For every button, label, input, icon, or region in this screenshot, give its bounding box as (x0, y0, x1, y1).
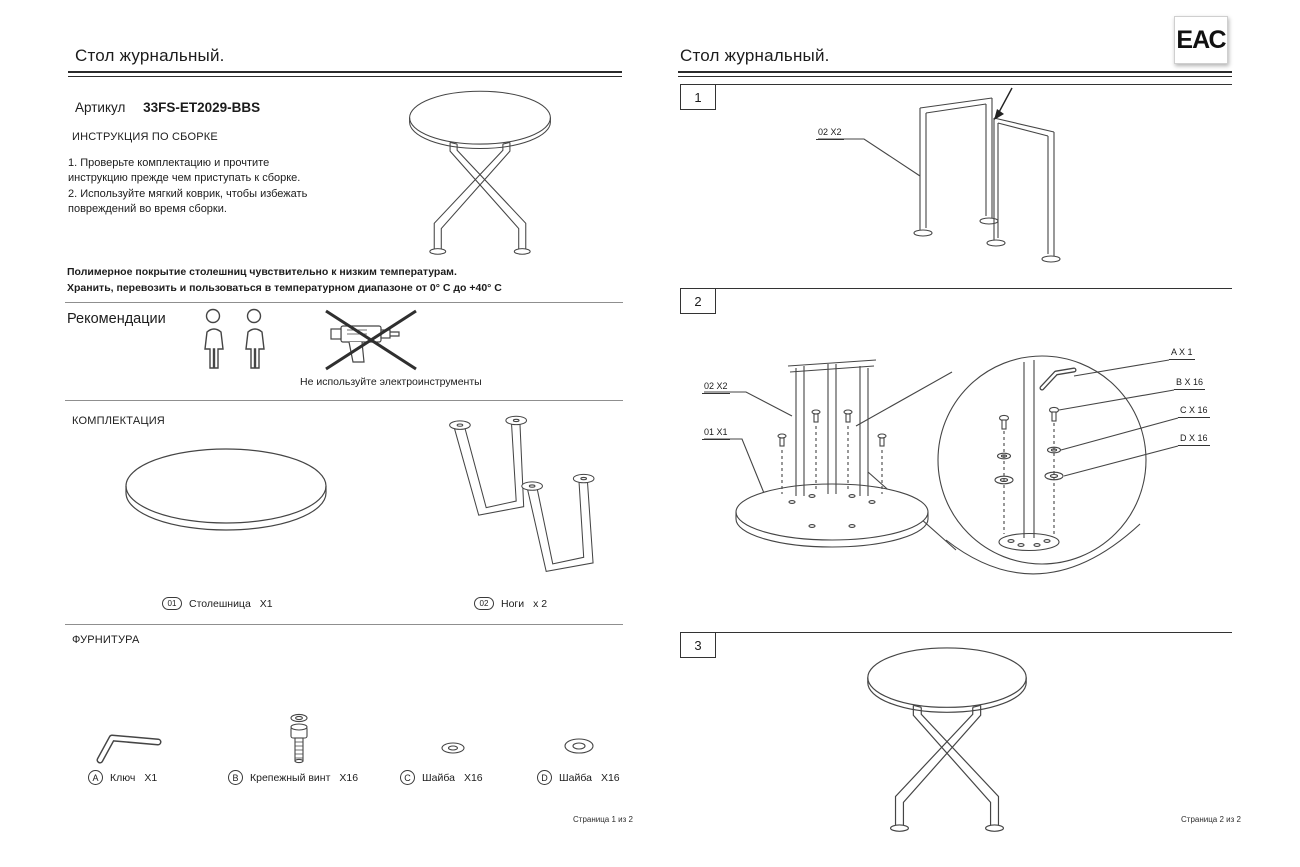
step-2-detail-label-a: A X 1 (1169, 347, 1195, 360)
table-illustration (409, 90, 551, 255)
warning-line-2: Хранить, перевозить и пользоваться в тем… (67, 281, 502, 294)
page-footer: Страница 2 из 2 (1181, 815, 1241, 824)
eac-logo: ЕАС (1174, 16, 1228, 64)
step3-illustration (867, 647, 1027, 832)
assembly-instructions-heading: ИНСТРУКЦИЯ ПО СБОРКЕ (72, 131, 218, 143)
step-1-part-label: 02 X2 (816, 127, 844, 140)
page-title: Стол журнальный. (75, 46, 225, 65)
hardware-label: Шайба (422, 771, 455, 784)
legs-illustration (449, 415, 595, 572)
hardware-qty: X16 (463, 771, 483, 784)
step-2-number: 2 (680, 288, 716, 314)
components-heading: КОМПЛЕКТАЦИЯ (72, 415, 165, 427)
tabletop-illustration (125, 448, 327, 531)
component-label: Столешница (189, 597, 251, 610)
step-2-detail-label-b: B X 16 (1174, 377, 1206, 390)
instruction-step-2: 2. Используйте мягкий коврик, чтобы избе… (68, 188, 308, 215)
component-caption-legs: 02 Ноги х 2 (474, 597, 547, 610)
component-caption-top: 01 Столешница X1 (162, 597, 273, 610)
no-power-tools-note: Не используйте электроинструменты (300, 376, 482, 388)
hardware-label: Крепежный винт (250, 771, 331, 784)
hardware-label: Ключ (110, 771, 136, 784)
step-3-number: 3 (680, 632, 716, 658)
hardware-letter-badge: D (537, 770, 552, 785)
step-1-rule (716, 84, 1232, 85)
section-divider-1 (65, 302, 623, 303)
hardware-qty: X16 (600, 771, 620, 784)
washer-d-icon (564, 738, 594, 754)
component-qty: х 2 (533, 597, 548, 610)
warning-line-1: Полимерное покрытие столешниц чувствител… (67, 266, 457, 278)
temperature-warning: Полимерное покрытие столешниц чувствител… (67, 265, 615, 297)
hardware-letter-badge: C (400, 770, 415, 785)
component-number-badge: 02 (474, 597, 494, 610)
page-title: Стол журнальный. (680, 46, 830, 65)
component-label: Ноги (501, 597, 525, 610)
hardware-qty: X1 (144, 771, 158, 784)
hardware-letter-badge: B (228, 770, 243, 785)
hardware-caption-key: A Ключ X1 (88, 770, 157, 785)
component-number-badge: 01 (162, 597, 182, 610)
instructions-text: 1. Проверьте комплектацию и прочтите инс… (68, 156, 312, 217)
step-1-number: 1 (680, 84, 716, 110)
article-row: Артикул 33FS-ET2029-BBS (75, 100, 260, 115)
step-2-detail-label-d: D X 16 (1178, 433, 1210, 446)
title-divider (68, 71, 622, 77)
allen-key-icon (96, 734, 162, 764)
hardware-letter-badge: A (88, 770, 103, 785)
hardware-caption-washer-c: C Шайба X16 (400, 770, 483, 785)
step-2-rule (716, 288, 1232, 289)
hardware-label: Шайба (559, 771, 592, 784)
step1-illustration (818, 87, 1061, 263)
screw-icon (290, 713, 308, 764)
two-persons-icon (204, 308, 265, 369)
step-2-legs-label: 02 X2 (702, 381, 730, 394)
instruction-step-1: 1. Проверьте комплектацию и прочтите инс… (68, 157, 301, 184)
step-3-rule (716, 632, 1232, 633)
step-2-detail-label-c: C X 16 (1178, 405, 1210, 418)
prohibition-cross (325, 309, 417, 371)
component-qty: X1 (259, 597, 273, 610)
recommendations-heading: Рекомендации (67, 311, 166, 327)
section-divider-2 (65, 400, 623, 401)
step-2-top-label: 01 X1 (702, 427, 730, 440)
hardware-caption-washer-d: D Шайба X16 (537, 770, 620, 785)
hardware-heading: ФУРНИТУРА (72, 634, 140, 646)
section-divider-3 (65, 624, 623, 625)
step2-illustration (704, 355, 1179, 575)
insert-arrow (997, 87, 1013, 115)
article-label: Артикул (75, 100, 126, 115)
no-power-tools-icon (325, 309, 417, 371)
page-footer: Страница 1 из 2 (573, 815, 633, 824)
article-value: 33FS-ET2029-BBS (143, 100, 261, 115)
hardware-qty: X16 (339, 771, 359, 784)
hardware-caption-screw: B Крепежный винт X16 (228, 770, 358, 785)
title-divider (678, 71, 1232, 77)
washer-c-icon (441, 742, 465, 754)
